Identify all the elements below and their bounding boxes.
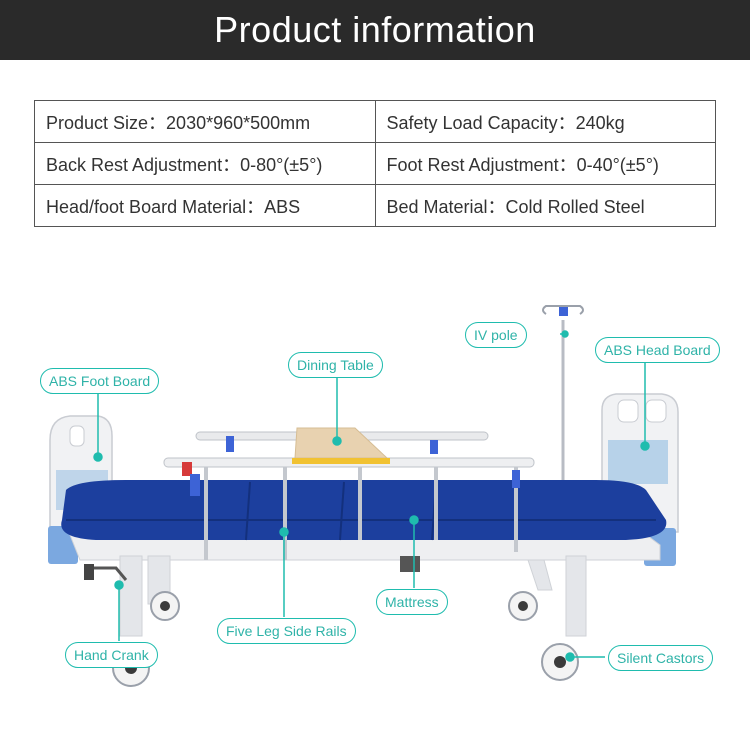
mattress-graphic [61,480,667,541]
page-title: Product information [214,9,536,50]
callout-silent-castors: Silent Castors [608,645,714,671]
iv-pole-graphic [542,305,584,492]
table-row: Back Rest Adjustment：0-80°(±5°) Foot Res… [34,142,716,185]
callout-abs-foot-board: ABS Foot Board [40,368,160,394]
callout-abs-head-board: ABS Head Board [595,337,720,363]
callout-five-leg-side-rails: Five Leg Side Rails [217,618,356,644]
spec-table: Product Size：2030*960*500mm Safety Load … [34,100,716,227]
bed-frame-graphic [67,529,661,637]
spec-foot-rest: Foot Rest Adjustment：0-40°(±5°) [374,142,716,185]
hand-crank-graphic [84,564,128,581]
callout-hand-crank: Hand Crank [65,642,158,668]
header-banner: Product information [0,0,750,60]
callout-mattress: Mattress [376,589,448,615]
table-row: Head/foot Board Material：ABS Bed Materia… [34,184,716,227]
spec-back-rest: Back Rest Adjustment：0-80°(±5°) [34,142,376,185]
spec-bed-material: Bed Material：Cold Rolled Steel [374,184,716,227]
table-row: Product Size：2030*960*500mm Safety Load … [34,100,716,143]
callout-dining-table: Dining Table [288,352,383,378]
callout-iv-pole: IV pole [465,322,527,348]
callout-leaders [93,330,650,662]
spec-product-size: Product Size：2030*960*500mm [34,100,376,143]
spec-board-material: Head/foot Board Material：ABS [34,184,376,227]
